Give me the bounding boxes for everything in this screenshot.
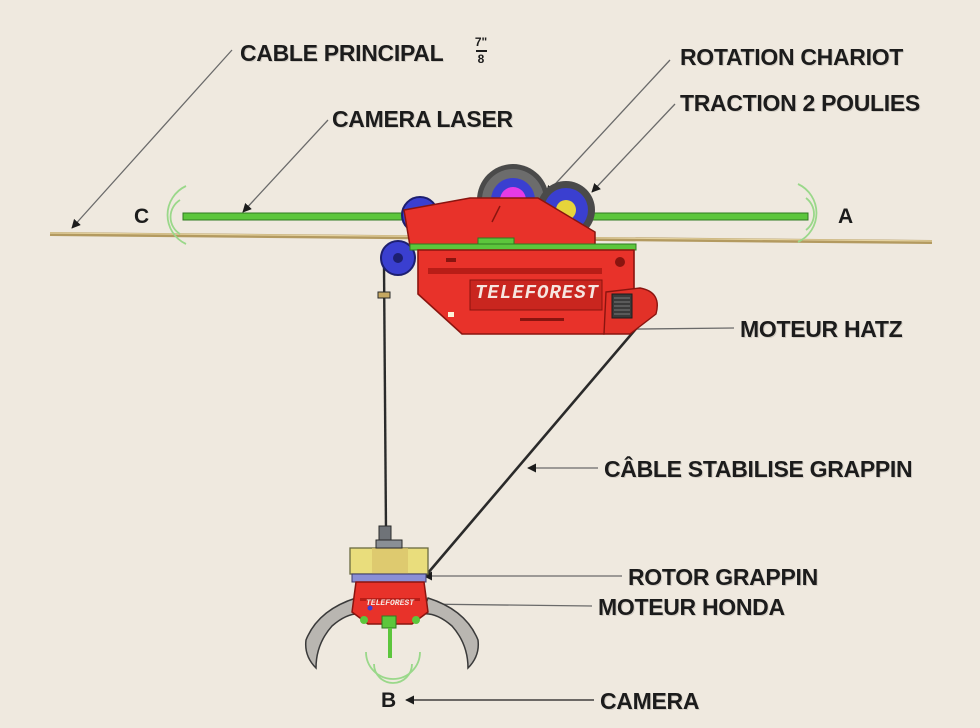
camera-signal-icon: [166, 185, 187, 245]
leader-cable-principal: [71, 49, 233, 229]
hoist-cable: [382, 265, 388, 533]
point-b: B: [381, 689, 397, 712]
point-c: C: [134, 205, 150, 228]
grapple-claw-left: [304, 597, 364, 670]
label-rotor-grappin: ROTOR GRAPPIN: [628, 564, 818, 590]
grapple-claw-right: [420, 597, 480, 670]
label-camera: CAMERA: [600, 688, 700, 714]
label-camera-laser: CAMERA LASER: [332, 106, 513, 132]
label-cable-principal: CABLE PRINCIPAL: [240, 40, 444, 66]
cable-fraction-numerator: 7": [474, 35, 488, 49]
label-rotation-chariot: ROTATION CHARIOT: [680, 44, 904, 70]
carriage-logo: TELEFOREST: [474, 282, 600, 304]
cable-fraction-denominator: 8: [477, 52, 485, 66]
stabiliser-cable: [421, 323, 641, 581]
carriage-deck: [409, 243, 637, 251]
label-moteur-honda: MOTEUR HONDA: [598, 594, 785, 620]
leader-moteur-honda: [417, 603, 593, 607]
label-moteur-hatz: MOTEUR HATZ: [740, 316, 903, 342]
cable-fraction-bar: [476, 50, 487, 52]
grapple-logo: TELEFOREST: [365, 599, 414, 608]
point-a: A: [838, 205, 854, 228]
camera-signal-icon: [365, 651, 421, 684]
leader-traction: [591, 103, 676, 193]
camera-signal-icon: [797, 183, 818, 243]
leader-rotation-chariot: [545, 59, 671, 195]
label-traction-poulies: TRACTION 2 POULIES: [680, 90, 920, 116]
label-cable-stabilise: CÂBLE STABILISE GRAPPIN: [604, 456, 913, 482]
honda-engine: [351, 581, 429, 625]
leader-camera-laser: [242, 119, 329, 213]
